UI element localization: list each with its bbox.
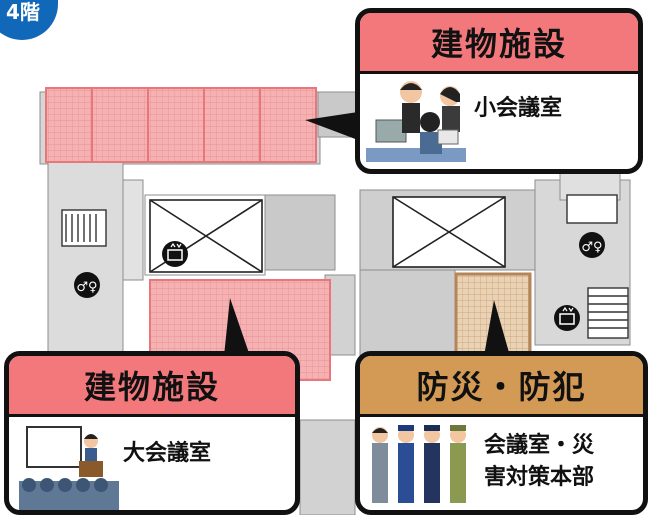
svg-text:♂♀: ♂♀ [581,240,602,255]
callout-small-meeting-room[interactable]: 建物施設 小会議室 [355,8,643,174]
room-label: 大会議室 [123,441,212,466]
meeting-people-icon [366,81,466,162]
stairs-left [61,209,107,247]
callout-large-meeting-room[interactable]: 建物施設 大会議室 [4,351,300,515]
presenter-icon [19,426,119,510]
callout-header: 建物施設 [360,13,638,74]
void-right [392,196,506,268]
stairs-right [587,287,629,339]
pointer-disaster [484,300,510,356]
floor-label: 4階 [6,0,40,24]
callout-header: 建物施設 [9,356,295,417]
uniformed-staff-icon [372,425,466,503]
pointer-large [224,298,250,356]
stairs-mid [566,194,618,224]
room-label-line1: 会議室・災 [484,433,595,458]
elevator-icon [554,305,580,331]
small-meeting-rooms [45,87,317,163]
category-label: 建物施設 [430,25,567,63]
callout-disaster-prevention[interactable]: 防災・防犯 会議室・災 害対策本部 [355,351,648,515]
callout-header: 防災・防犯 [360,356,643,417]
pointer-small [305,112,358,140]
room-label: 小会議室 [474,96,563,121]
restroom-icon: ♂♀ [74,272,100,298]
room-label-line2: 害対策本部 [484,465,595,490]
category-label: 建物施設 [83,368,220,406]
category-label: 防災・防犯 [416,368,587,406]
svg-text:♂♀: ♂♀ [76,280,97,295]
restroom-icon: ♂♀ [579,232,605,258]
elevator-icon [162,241,188,267]
